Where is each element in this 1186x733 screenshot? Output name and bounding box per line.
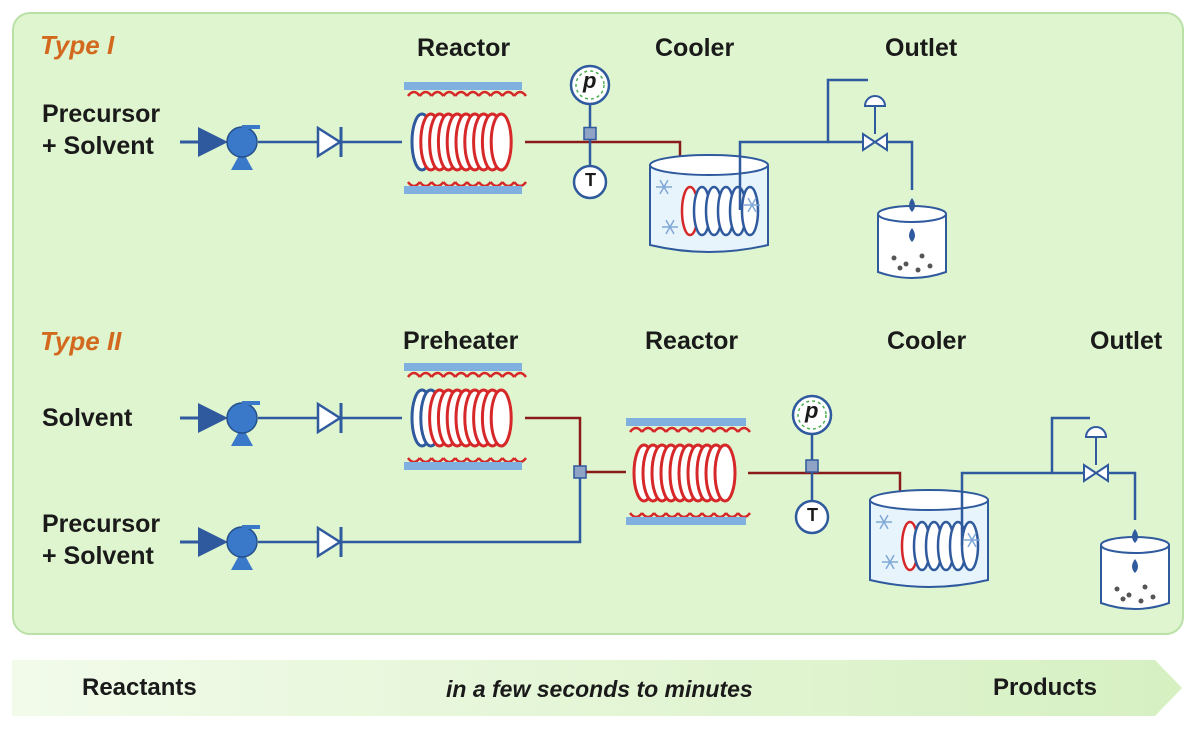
type1-reactor-label: Reactor (417, 34, 511, 62)
type1-outlet-label: Outlet (885, 34, 958, 62)
type1-input-label: Precursor + Solvent (42, 98, 160, 162)
banner-products: Products (993, 674, 1098, 701)
type2-reactor-label: Reactor (645, 327, 739, 355)
type2-precursor-pump (226, 525, 260, 570)
type2-pipe-preheated (525, 416, 582, 472)
type2-cooler-bath (869, 489, 989, 588)
type1-pipe-outlet (888, 140, 914, 190)
type2-input2-line2: + Solvent (42, 542, 154, 570)
banner-duration: in a few seconds to minutes (446, 676, 753, 702)
type2-mixer (573, 465, 587, 479)
type1-input-line2: + Solvent (42, 132, 154, 160)
type1-gauges (569, 64, 611, 200)
type2-outlet-label: Outlet (1090, 327, 1163, 355)
type1-reactor-heater (404, 82, 528, 194)
type2-pipe-4 (341, 478, 582, 544)
type2-preheater-label: Preheater (403, 327, 519, 355)
type1-input-line1: Precursor (42, 100, 161, 128)
type2-reactor-heater (626, 418, 751, 525)
type2-pressure-letter: p (805, 398, 819, 423)
type2-precursor-check-valve (316, 525, 343, 559)
type2-pipe-outlet (1108, 471, 1137, 520)
type1-cooler-bath (649, 154, 769, 253)
type2-input2-line1: Precursor (42, 510, 161, 538)
type1-collector (877, 198, 947, 279)
type2-bpr-valve (1083, 426, 1109, 483)
type1-check-valve (316, 125, 343, 159)
type2-temperature-letter: T (807, 505, 818, 525)
type2-solvent-check-valve (316, 401, 343, 435)
type1-bpr-valve (862, 95, 888, 152)
type1-title: Type I (40, 30, 115, 60)
type2-cooler-label: Cooler (887, 327, 967, 355)
type1-cooler-label: Cooler (655, 34, 735, 62)
type2-input1-label: Solvent (42, 404, 133, 432)
type1-temperature-letter: T (585, 170, 596, 190)
type2-preheater-heater (404, 363, 528, 470)
banner-reactants: Reactants (82, 674, 197, 701)
type2-gauges (791, 394, 833, 535)
type2-collector (1100, 529, 1170, 610)
type2-input2-label: Precursor + Solvent (42, 508, 160, 572)
type2-title: Type II (40, 326, 122, 356)
type2-solvent-pump (226, 401, 260, 446)
type1-pump (226, 125, 260, 170)
type1-pressure-letter: p (583, 68, 597, 93)
